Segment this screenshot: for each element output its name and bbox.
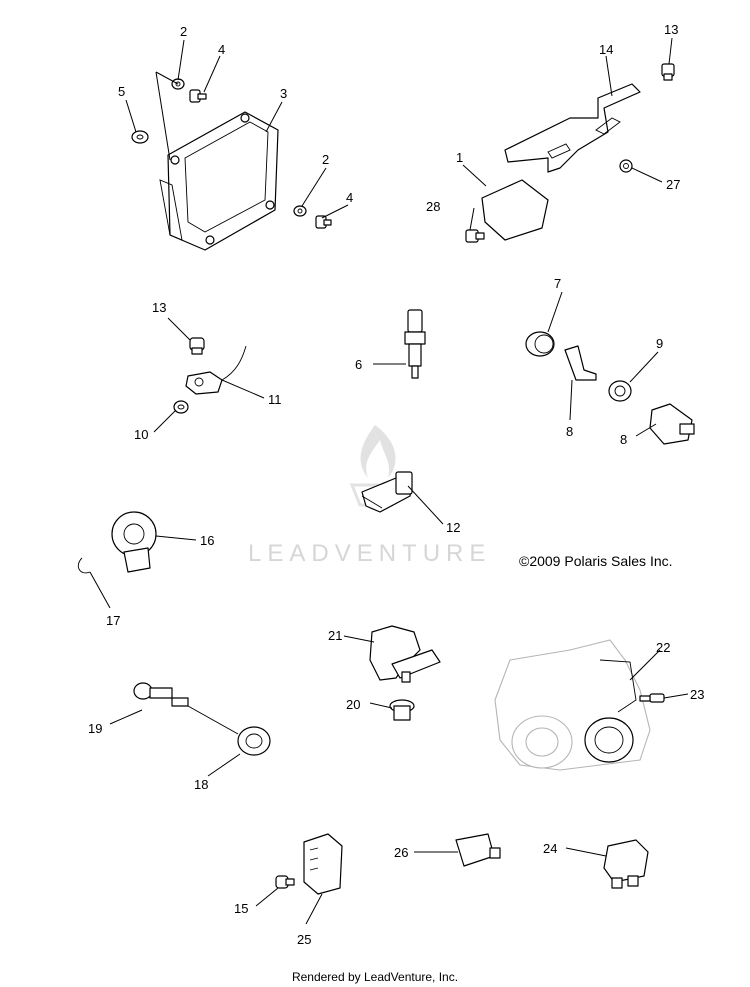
nut-9 <box>608 380 632 402</box>
screw-23 <box>639 693 665 703</box>
callout-1: 1 <box>456 150 463 165</box>
bracket <box>504 83 641 173</box>
watermark: LEADVENTURE <box>248 425 491 567</box>
callout-25: 25 <box>297 932 311 947</box>
bulb-19 <box>133 682 189 707</box>
callout-3: 3 <box>280 86 287 101</box>
callout-13: 13 <box>152 300 166 315</box>
callout-6: 6 <box>355 357 362 372</box>
callout-10: 10 <box>134 427 148 442</box>
callouts: 1 2 4 3 5 2 4 14 13 27 28 13 6 7 9 11 10… <box>88 22 704 947</box>
callout-14: 14 <box>599 42 613 57</box>
clip-8 <box>564 345 597 381</box>
washer-2-right <box>293 205 307 217</box>
screw-13-left <box>189 337 205 355</box>
callout-20: 20 <box>346 697 360 712</box>
ecu-module <box>159 111 279 251</box>
cap-7 <box>525 331 555 357</box>
callout-2: 2 <box>322 152 329 167</box>
screw-15 <box>275 875 295 889</box>
callout-21: 21 <box>328 628 342 643</box>
connector-25 <box>303 833 343 895</box>
sensor-12 <box>361 471 413 513</box>
switch-26 <box>455 833 501 867</box>
callout-19: 19 <box>88 721 102 736</box>
nut-27 <box>619 159 633 173</box>
callout-23: 23 <box>690 687 704 702</box>
callout-17: 17 <box>106 613 120 628</box>
cover <box>481 179 549 241</box>
footer-text: Rendered by LeadVenture, Inc. <box>292 970 458 984</box>
callout-8: 8 <box>620 432 627 447</box>
callout-5: 5 <box>118 84 125 99</box>
switch-24 <box>603 839 649 889</box>
callout-16: 16 <box>200 533 214 548</box>
sensor-16 <box>111 511 157 573</box>
throttle-body <box>494 639 651 771</box>
washer-5 <box>131 130 149 144</box>
callout-18: 18 <box>194 777 208 792</box>
callout-24: 24 <box>543 841 557 856</box>
callout-26: 26 <box>394 845 408 860</box>
sensor-11 <box>185 345 247 395</box>
copyright-text: ©2009 Polaris Sales Inc. <box>519 553 673 569</box>
leader-lines <box>89 37 689 925</box>
callout-12: 12 <box>446 520 460 535</box>
screw-28 <box>465 229 485 243</box>
callout-11: 11 <box>268 392 282 407</box>
callout-4: 4 <box>346 190 353 205</box>
sensor-6 <box>404 309 426 379</box>
callout-8: 8 <box>566 424 573 439</box>
callout-27: 27 <box>666 177 680 192</box>
screw-4-right <box>315 215 332 229</box>
callout-2: 2 <box>180 24 187 39</box>
callout-28: 28 <box>426 199 440 214</box>
adapter-20 <box>389 699 415 721</box>
screw-13-top <box>661 63 675 81</box>
watermark-text: LEADVENTURE <box>248 540 491 567</box>
callout-7: 7 <box>554 276 561 291</box>
sensor-21 <box>369 625 441 683</box>
grommet-18 <box>237 726 271 756</box>
callout-4: 4 <box>218 42 225 57</box>
grommet-10 <box>173 400 189 414</box>
screw-4-top <box>189 89 207 103</box>
callout-9: 9 <box>656 336 663 351</box>
switch-8 <box>649 403 695 445</box>
callout-22: 22 <box>656 640 670 655</box>
callout-13: 13 <box>664 22 678 37</box>
callout-15: 15 <box>234 901 248 916</box>
clip-17 <box>77 557 91 574</box>
